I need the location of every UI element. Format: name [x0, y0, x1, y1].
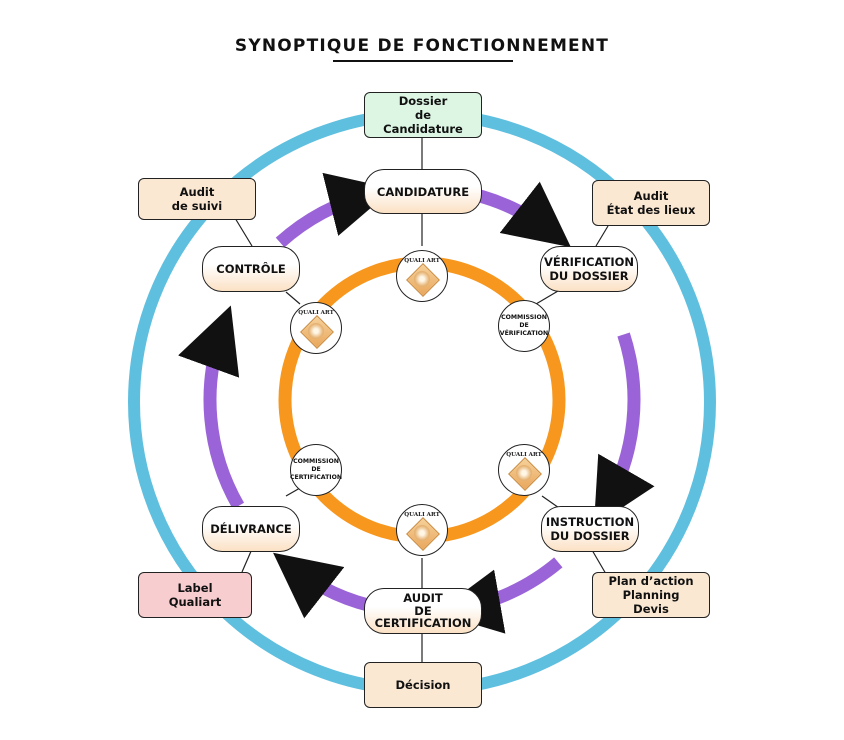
stage-audit-line3: CERTIFICATION — [374, 616, 472, 631]
box-audit-etat-line2: État des lieux — [606, 203, 696, 217]
qualiart-logo-icon: QUALI ART — [402, 256, 442, 297]
commission-verif-line3: VÉRIFICATION — [499, 330, 549, 337]
stage-controle: CONTRÔLE — [202, 246, 300, 292]
stage-candidature: CANDIDATURE — [364, 169, 482, 214]
title-underline — [333, 60, 513, 62]
box-plan-line3: Devis — [633, 602, 669, 616]
node-commission-verification: COMMISSION DE VÉRIFICATION — [498, 300, 550, 352]
box-label-line1: Label — [177, 581, 213, 595]
stage-audit-line1: AUDIT — [403, 591, 443, 606]
box-decision-line1: Décision — [395, 678, 451, 692]
box-plan-line2: Planning — [622, 588, 680, 602]
arrow-verification-to-instruction — [593, 332, 655, 527]
connector-audit-suivi — [234, 217, 253, 247]
node-commission-certification: COMMISSION DE CERTIFICATION — [290, 444, 342, 496]
box-dossier-line2: de — [414, 108, 432, 122]
box-label-line2: Qualiart — [168, 595, 222, 609]
connector-label — [241, 548, 253, 573]
box-audit-etat-line1: Audit — [633, 189, 669, 203]
stage-controle-line1: CONTRÔLE — [216, 262, 286, 276]
commission-cert-line3: CERTIFICATION — [289, 474, 343, 481]
qualiart-logo-text: QUALI ART — [506, 452, 542, 458]
box-audit-suivi-line1: Audit — [179, 185, 215, 199]
commission-verif-line2: DE — [519, 322, 529, 329]
qualiart-logo-text: QUALI ART — [404, 258, 440, 264]
connector-controle-node — [285, 291, 301, 305]
box-decision: Décision — [364, 662, 482, 708]
commission-cert-line1: COMMISSION — [293, 458, 339, 465]
stage-audit-line2: DE — [414, 603, 432, 618]
stage-verification-line2: DU DOSSIER — [549, 269, 629, 283]
stage-verification-du-dossier: VÉRIFICATION DU DOSSIER — [540, 246, 638, 292]
stage-audit-de-certification: AUDIT DE CERTIFICATION — [364, 588, 482, 634]
qualiart-logo-text: QUALI ART — [298, 310, 334, 316]
stage-delivrance: DÉLIVRANCE — [202, 506, 300, 552]
qualiart-logo-text: QUALI ART — [404, 512, 440, 518]
box-label-qualiart: Label Qualiart — [138, 572, 252, 618]
commission-verif-line1: COMMISSION — [501, 314, 547, 321]
commission-cert-line2: DE — [311, 466, 321, 473]
node-qualiart-left: QUALI ART — [290, 302, 342, 354]
page-title: SYNOPTIQUE DE FONCTIONNEMENT — [234, 36, 610, 56]
stage-instruction-line1: INSTRUCTION — [545, 515, 635, 529]
connector-verification-node — [535, 290, 559, 305]
connector-audit-etat — [595, 225, 609, 247]
qualiart-logo-icon: QUALI ART — [402, 510, 442, 551]
qualiart-logo-icon: QUALI ART — [296, 308, 336, 349]
box-dossier-line3: Candidature — [383, 122, 463, 136]
box-dossier-line1: Dossier — [398, 94, 448, 108]
box-audit-suivi-line2: de suivi — [171, 199, 223, 213]
box-dossier-candidature: Dossier de Candidature — [364, 92, 482, 138]
middle-ring-arrows — [178, 172, 655, 634]
stage-candidature-line1: CANDIDATURE — [376, 184, 470, 199]
box-audit-etat-des-lieux: Audit État des lieux — [592, 180, 710, 226]
box-plan-line1: Plan d’action — [608, 574, 694, 588]
node-qualiart-bottom: QUALI ART — [396, 504, 448, 556]
node-qualiart-top: QUALI ART — [396, 250, 448, 302]
qualiart-logo-icon: QUALI ART — [504, 450, 544, 491]
stage-instruction-line2: DU DOSSIER — [550, 529, 630, 543]
connector-plan-action — [591, 549, 607, 575]
stage-verification-line1: VÉRIFICATION — [544, 255, 634, 269]
box-audit-de-suivi: Audit de suivi — [138, 178, 256, 220]
arrow-controle-to-candidature — [275, 172, 394, 248]
stage-delivrance-line1: DÉLIVRANCE — [210, 522, 292, 536]
arrow-delivrance-to-controle — [178, 305, 245, 510]
connector-lines — [234, 136, 609, 662]
stage-instruction-du-dossier: INSTRUCTION DU DOSSIER — [541, 506, 639, 552]
node-qualiart-right: QUALI ART — [498, 444, 550, 496]
box-plan-action: Plan d’action Planning Devis — [592, 572, 710, 618]
